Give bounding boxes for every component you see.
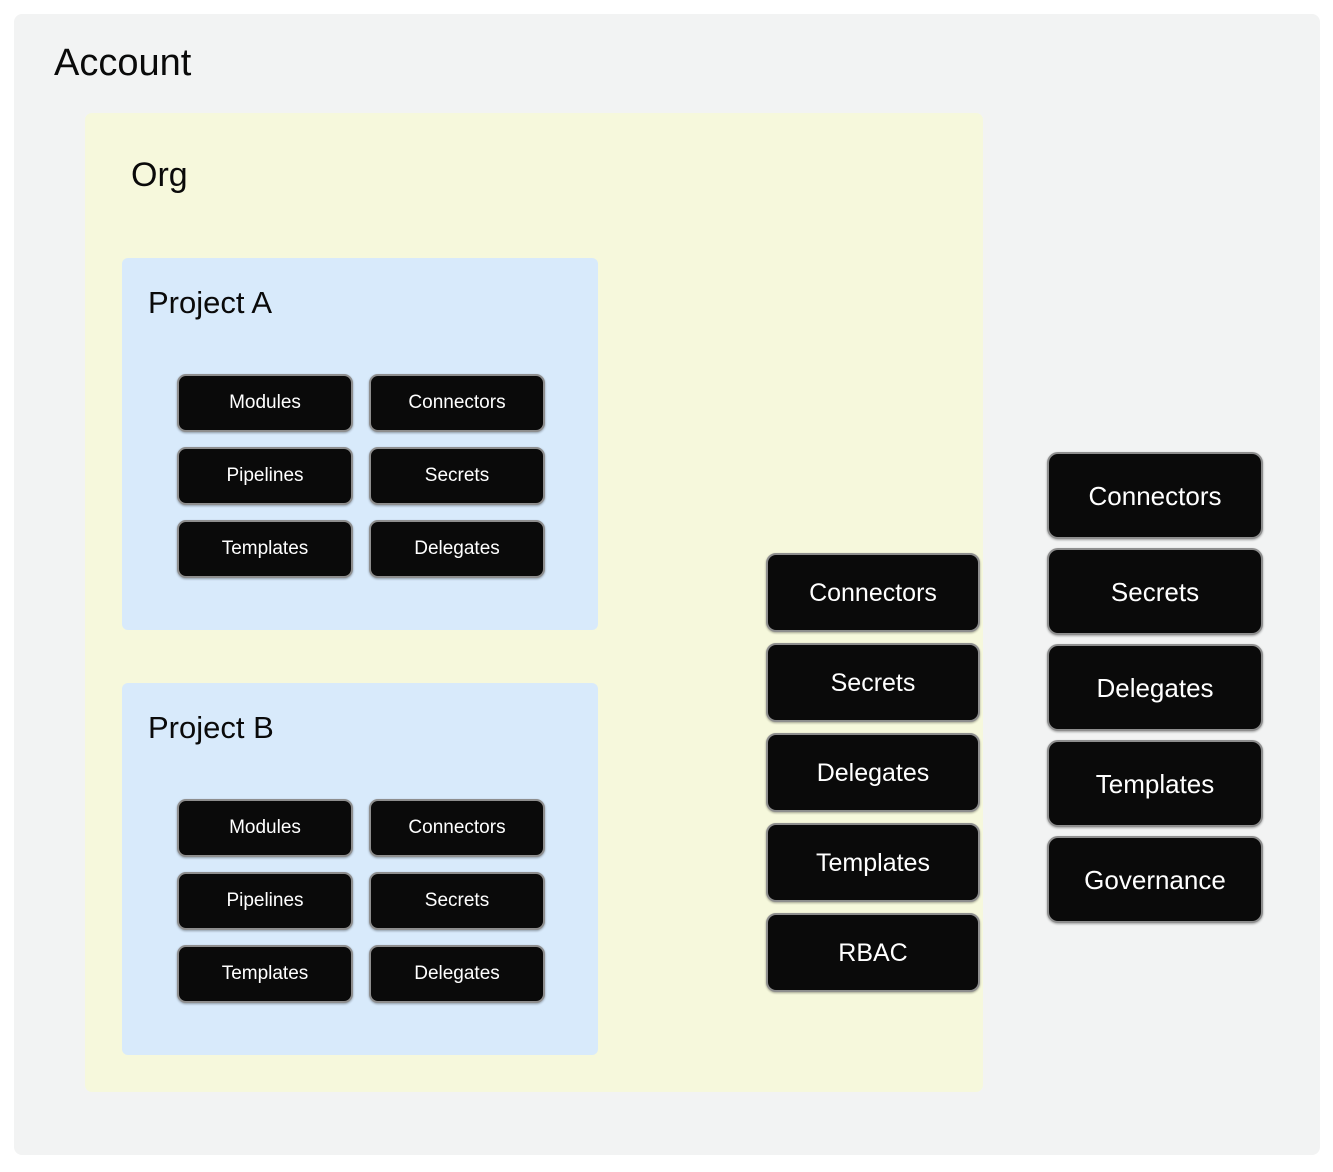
project-a-resource-templates[interactable]: Templates — [177, 520, 353, 578]
account-resource-delegates[interactable]: Delegates — [1047, 644, 1263, 731]
account-resource-secrets[interactable]: Secrets — [1047, 548, 1263, 635]
org-resource-column: Connectors Secrets Delegates Templates R… — [766, 553, 980, 992]
chip-label: Secrets — [424, 465, 490, 486]
chip-label: Pipelines — [226, 465, 304, 486]
chip-label: Templates — [221, 538, 309, 559]
chip-label: Modules — [229, 392, 301, 413]
org-resource-secrets[interactable]: Secrets — [766, 643, 980, 722]
chip-label: Connectors — [1088, 480, 1222, 511]
org-resource-connectors[interactable]: Connectors — [766, 553, 980, 632]
chip-label: Delegates — [1096, 672, 1214, 703]
project-a-resource-secrets[interactable]: Secrets — [369, 447, 545, 505]
chip-label: Connectors — [408, 392, 506, 413]
account-scope-panel: Account Org Project A Modules Connectors… — [14, 14, 1320, 1155]
chip-label: Delegates — [414, 538, 500, 559]
chip-label: Connectors — [809, 578, 937, 607]
project-b-resource-modules[interactable]: Modules — [177, 799, 353, 857]
org-resource-delegates[interactable]: Delegates — [766, 733, 980, 812]
chip-label: Templates — [1095, 768, 1215, 799]
project-title-a: Project A — [148, 285, 273, 320]
project-title-b: Project B — [148, 710, 274, 745]
project-a-resource-modules[interactable]: Modules — [177, 374, 353, 432]
chip-label: Templates — [816, 848, 930, 877]
chip-label: RBAC — [838, 938, 908, 967]
chip-label: Governance — [1084, 864, 1226, 895]
project-b-resource-templates[interactable]: Templates — [177, 945, 353, 1003]
project-a-resource-delegates[interactable]: Delegates — [369, 520, 545, 578]
chip-label: Delegates — [414, 963, 500, 984]
account-resource-column: Connectors Secrets Delegates Templates G… — [1047, 452, 1263, 923]
chip-label: Modules — [229, 817, 301, 838]
chip-label: Templates — [221, 963, 309, 984]
project-panel-a: Project A Modules Connectors Pipelines S… — [122, 258, 598, 630]
chip-label: Pipelines — [226, 890, 304, 911]
project-panel-b: Project B Modules Connectors Pipelines S… — [122, 683, 598, 1055]
project-b-resource-connectors[interactable]: Connectors — [369, 799, 545, 857]
chip-label: Delegates — [816, 758, 930, 787]
chip-label: Secrets — [1110, 576, 1200, 607]
org-scope-panel: Org Project A Modules Connectors Pipelin… — [85, 113, 983, 1092]
org-resource-rbac[interactable]: RBAC — [766, 913, 980, 992]
project-b-resource-secrets[interactable]: Secrets — [369, 872, 545, 930]
project-a-resource-pipelines[interactable]: Pipelines — [177, 447, 353, 505]
account-scope-title: Account — [54, 42, 192, 84]
project-resource-grid-b: Modules Connectors Pipelines Secrets Tem… — [177, 799, 545, 1003]
account-resource-governance[interactable]: Governance — [1047, 836, 1263, 923]
project-a-resource-connectors[interactable]: Connectors — [369, 374, 545, 432]
chip-label: Secrets — [424, 890, 490, 911]
org-resource-templates[interactable]: Templates — [766, 823, 980, 902]
org-scope-title: Org — [131, 156, 188, 194]
chip-label: Secrets — [830, 668, 916, 697]
account-resource-templates[interactable]: Templates — [1047, 740, 1263, 827]
chip-label: Connectors — [408, 817, 506, 838]
project-b-resource-delegates[interactable]: Delegates — [369, 945, 545, 1003]
project-resource-grid-a: Modules Connectors Pipelines Secrets Tem… — [177, 374, 545, 578]
account-resource-connectors[interactable]: Connectors — [1047, 452, 1263, 539]
project-b-resource-pipelines[interactable]: Pipelines — [177, 872, 353, 930]
